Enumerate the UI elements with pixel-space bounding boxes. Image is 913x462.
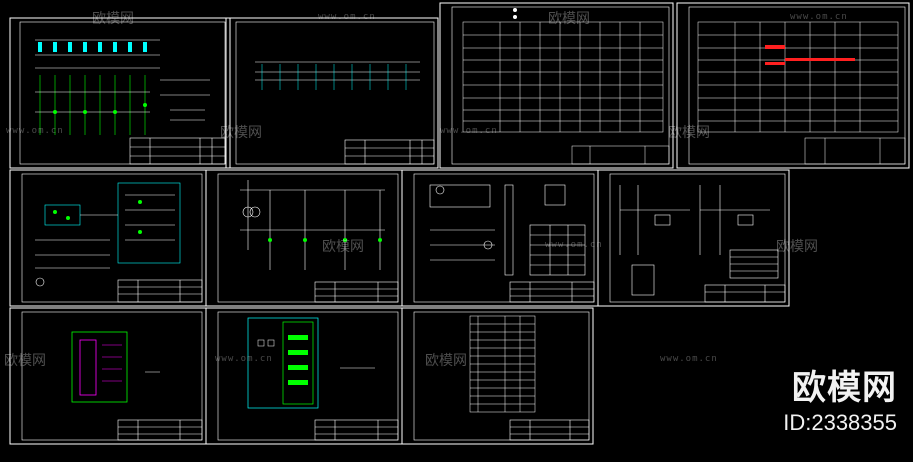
watermark-brand-faint: 欧模网 [776, 239, 818, 255]
drawing-sheet-11-table[interactable] [401, 307, 594, 445]
drawing-sheet-10[interactable] [205, 307, 403, 445]
watermark-brand-faint: 欧模网 [322, 239, 364, 255]
watermark-id: ID:2338355 [783, 410, 897, 435]
drawing-sheet-1[interactable] [9, 17, 231, 169]
watermark-url-faint: www.om.cn [660, 354, 718, 364]
watermark-url-faint: www.om.cn [790, 12, 848, 22]
watermark-url-faint: www.om.cn [545, 240, 603, 250]
watermark-logo: 欧模网 ID:2338355 [757, 368, 897, 436]
watermark-url-faint: www.om.cn [440, 126, 498, 136]
watermark-brand-faint: 欧模网 [4, 353, 46, 369]
watermark-brand: 欧模网 [792, 368, 897, 408]
watermark-url-faint: www.om.cn [215, 354, 273, 364]
drawing-sheet-6[interactable] [205, 169, 403, 307]
drawing-sheet-8[interactable] [597, 169, 790, 307]
drawing-sheet-4-table[interactable] [676, 2, 910, 169]
drawing-sheet-3-table[interactable] [439, 2, 674, 169]
drawing-sheet-2[interactable] [225, 17, 439, 169]
watermark-brand-faint: 欧模网 [220, 125, 262, 141]
watermark-brand-faint: 欧模网 [548, 11, 590, 27]
watermark-brand-faint: 欧模网 [425, 353, 467, 369]
watermark-url-faint: www.om.cn [6, 126, 64, 136]
watermark-brand-faint: 欧模网 [668, 125, 710, 141]
watermark-url-faint: www.om.cn [318, 12, 376, 22]
watermark-brand-faint: 欧模网 [92, 11, 134, 27]
